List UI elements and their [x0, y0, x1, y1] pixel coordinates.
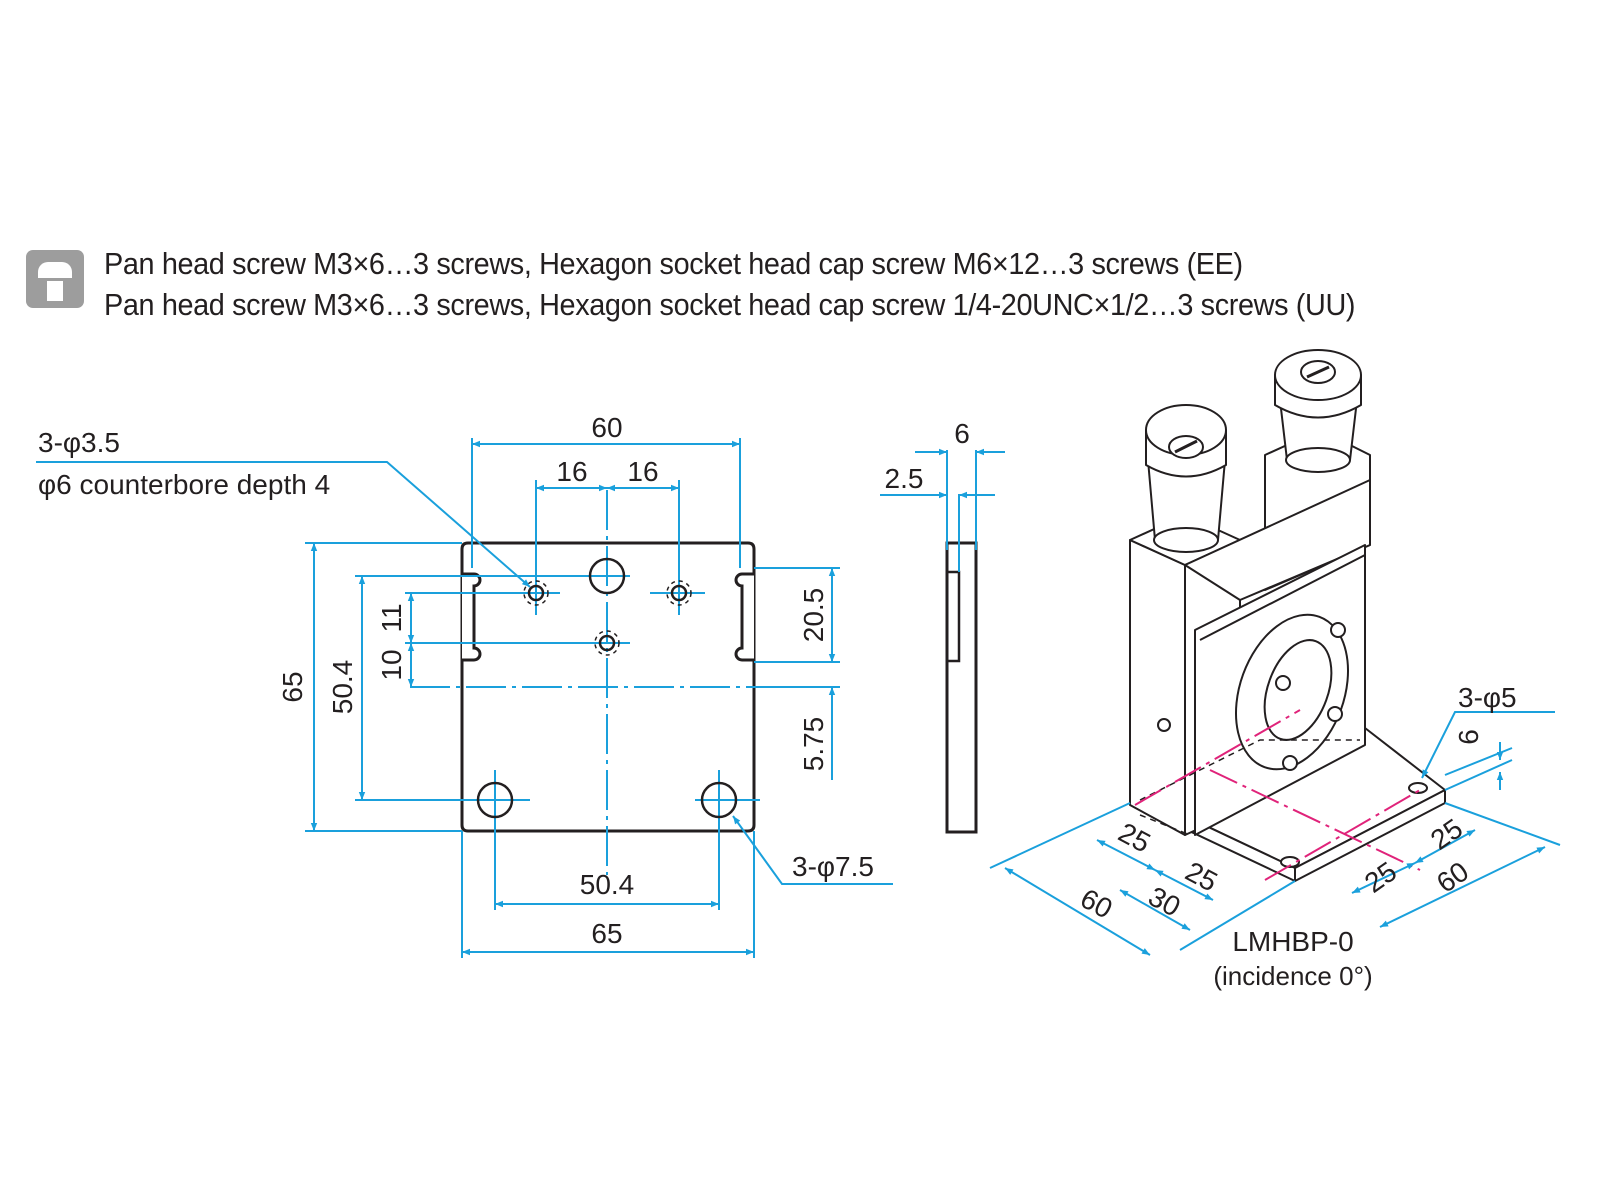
- dim-60-label: 60: [591, 412, 622, 443]
- mount-hole-leader: [732, 815, 893, 885]
- iso-dim-6-label: 6: [1453, 729, 1484, 745]
- dim-20.5-label: 20.5: [798, 588, 829, 643]
- iso-mirror-aperture: [1263, 639, 1333, 741]
- iso-dim-30-label: 30: [1143, 881, 1185, 923]
- side-view: 6 2.5: [880, 418, 1005, 834]
- iso-adjuster-knob-right: [1274, 349, 1362, 473]
- dim-16-right-label: 16: [627, 456, 658, 487]
- dim-2.5-label: 2.5: [885, 463, 924, 494]
- left-slot: [462, 572, 482, 662]
- iso-hole-callout: 3-φ5: [1458, 682, 1517, 713]
- front-view: 60 16 16 65 50.4 11 10 20.5 5.75 50.4 65…: [36, 412, 893, 958]
- iso-dim-25-right-a-line: [1351, 862, 1416, 894]
- iso-dim-25-right-b-line: [1414, 829, 1476, 864]
- iso-dim-30-line: [1119, 889, 1191, 931]
- dim-65-h-label: 65: [591, 918, 622, 949]
- dim-10-label: 10: [376, 649, 407, 680]
- iso-dim-25-right-b-label: 25: [1425, 813, 1468, 856]
- screw-icon: [26, 250, 84, 308]
- side-slot: [945, 570, 961, 663]
- isometric-view: [1129, 349, 1446, 882]
- model-name: LMHBP-0: [1232, 926, 1353, 957]
- counterbore-leader: [36, 461, 531, 588]
- counterbore-hole-left: [527, 584, 545, 602]
- iso-hole-leader: [1421, 711, 1555, 779]
- iso-dim-25-left-b-label: 25: [1180, 856, 1222, 898]
- accessory-note-uu: Pan head screw M3×6…3 screws, Hexagon so…: [104, 287, 1356, 322]
- right-slot: [734, 572, 754, 662]
- counterbore-hole-center: [598, 634, 616, 652]
- dim-16-left-label: 16: [556, 456, 587, 487]
- iso-adjuster-knob-left: [1145, 404, 1227, 553]
- mount-hole-right: [700, 781, 738, 819]
- dim-50.4-v-label: 50.4: [327, 660, 358, 715]
- dim-50.4-h-label: 50.4: [580, 869, 635, 900]
- dim-65-v-label: 65: [277, 671, 308, 702]
- iso-dim-25-left-b-line: [1154, 869, 1214, 901]
- mount-hole-left: [476, 781, 514, 819]
- dim-6-side-label: 6: [954, 418, 970, 449]
- iso-dim-60-right-line: [1379, 846, 1546, 928]
- iso-dim-25-right-a-label: 25: [1359, 856, 1402, 899]
- model-subtitle: (incidence 0°): [1213, 961, 1372, 991]
- dim-5.75-label: 5.75: [798, 717, 829, 772]
- iso-dimensions: [989, 711, 1561, 956]
- accessory-note-ee: Pan head screw M3×6…3 screws, Hexagon so…: [104, 246, 1243, 281]
- dim-11-label: 11: [376, 603, 407, 632]
- counterbore-callout-line1: 3-φ3.5: [38, 427, 120, 458]
- iso-dim-60-left-line: [1004, 867, 1151, 956]
- iso-dim-60-left-label: 60: [1075, 883, 1117, 925]
- center-top-hole: [588, 557, 626, 595]
- iso-dim-60-right-label: 60: [1431, 856, 1474, 899]
- counterbore-callout-line2: φ6 counterbore depth 4: [38, 469, 330, 500]
- side-plate-outline: [945, 541, 978, 834]
- iso-body-front: [1129, 539, 1186, 836]
- counterbore-hole-right: [670, 584, 688, 602]
- plate-outline: [460, 541, 756, 833]
- iso-dim-25-left-a-line: [1096, 839, 1156, 871]
- mount-hole-callout: 3-φ7.5: [792, 851, 874, 882]
